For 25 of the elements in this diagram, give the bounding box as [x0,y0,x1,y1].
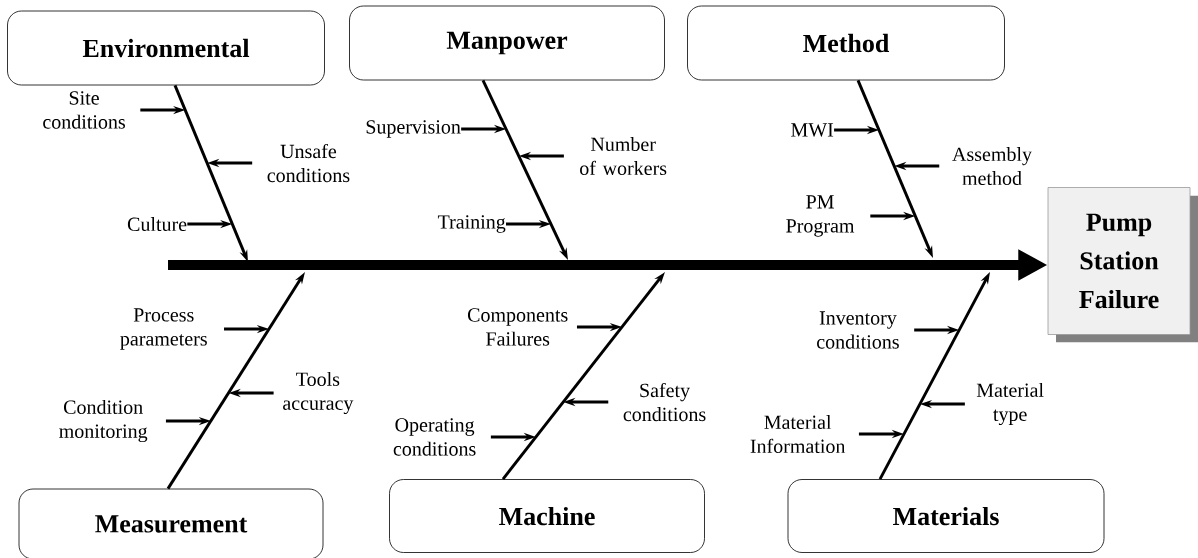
cause-label: Culture [127,217,187,232]
category-box: Materials [787,479,1105,553]
category-box: Method [687,5,1005,81]
cause-label: Unsafe conditions [267,143,350,183]
cause-label: Assembly method [952,147,1032,186]
cause-label: Supervision [366,120,461,138]
cause-label: Tools accuracy [283,371,354,415]
cause-label: PM Program [786,195,855,237]
effect-box: Pump Station Failure [1047,187,1198,343]
category-box: Environmental [7,10,325,86]
category-box: Measurement [18,488,324,558]
cause-label: Process parameters [120,308,207,350]
cause-label: Condition monitoring [59,399,148,443]
cause-label: Components Failures [467,308,568,346]
cause-label: Material type [976,382,1044,426]
category-box: Machine [389,479,705,553]
cause-label: Safety conditions [623,382,706,422]
category-box: Manpower [349,5,665,81]
cause-label: MWI [791,123,834,137]
cause-label: Operating conditions [393,418,476,456]
cause-label: Inventory conditions [817,311,899,349]
cause-label: Site conditions [43,91,125,129]
cause-label: Material Information [750,415,846,454]
cause-label: Training [437,215,506,233]
cause-label: Number of workers [580,137,667,176]
